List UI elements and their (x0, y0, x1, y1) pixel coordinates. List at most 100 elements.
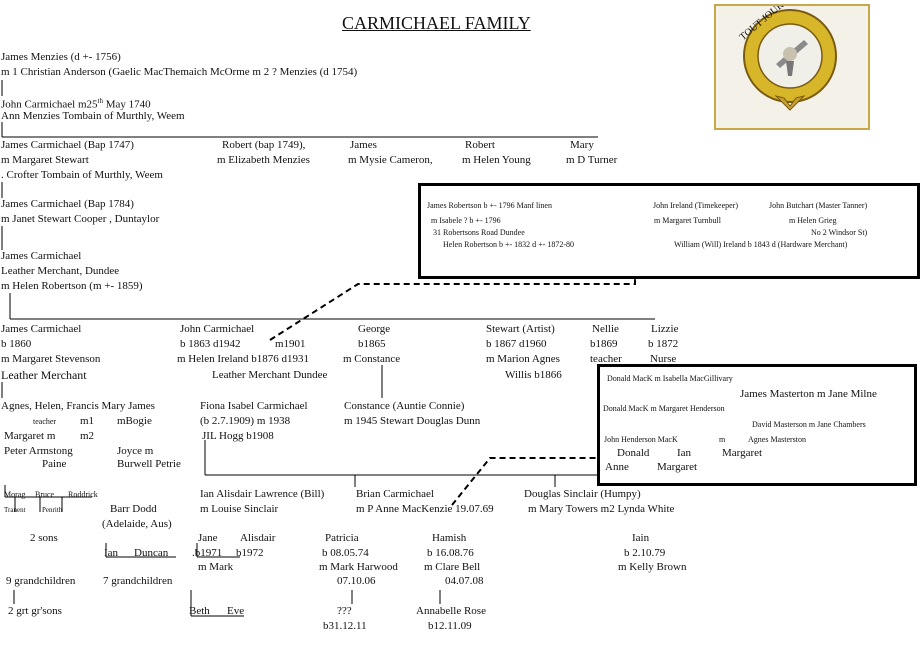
george-b1865: b1865 (358, 338, 386, 350)
peter-armstong: Peter Armstong (4, 445, 73, 457)
brian-carmichael: Brian Carmichael (356, 488, 434, 500)
robert-sibling: Robert (465, 139, 495, 151)
unknown-child-b: b31.12.11 (323, 620, 367, 632)
child-donald: Donald (617, 447, 650, 459)
robertsons-road: 31 Robertsons Road Dundee (433, 228, 525, 237)
louise-sinclair: m Louise Sinclair (200, 503, 279, 515)
margaret-m: Margaret m (4, 430, 56, 442)
lizzie: Lizzie (651, 323, 679, 335)
george: George (358, 323, 391, 335)
joyce: Joyce m (117, 445, 154, 457)
leather-merchant-dundee-2: Leather Merchant Dundee (212, 369, 328, 381)
james-carmichael-1747: James Carmichael (Bap 1747) (1, 139, 134, 151)
mbogie: mBogie (117, 415, 152, 427)
lizzie-nurse: Nurse (650, 353, 677, 365)
p-anne-mackenzie: m P Anne MacKenzie 19.07.69 (356, 503, 494, 515)
isabele: m Isabele ? b +- 1796 (431, 216, 501, 225)
john-ireland: John Ireland (Timekeeper) (653, 201, 739, 210)
lizzie-b1872: b 1872 (648, 338, 679, 350)
willis: Willis b1866 (505, 369, 562, 381)
nellie-teacher: teacher (590, 353, 622, 365)
d-turner: m D Turner (566, 154, 618, 166)
tranent: Tranent (4, 506, 26, 514)
agnes-helen-francis-mary-james: Agnes, Helen, Francis Mary James (1, 400, 155, 412)
patricia-b: b 08.05.74 (322, 547, 369, 559)
helen-robertson: m Helen Robertson (m +- 1859) (1, 280, 143, 292)
david-masterson: David Masterson m Jane Chambers (752, 420, 866, 429)
hamish-married-date: 04.07.08 (445, 575, 484, 587)
elizabeth-menzies: m Elizabeth Menzies (217, 154, 310, 166)
jane-m-mark: m Mark (198, 561, 234, 573)
margaret-stevenson: m Margaret Stevenson (1, 353, 101, 365)
robertson-ireland-box: James Robertson b +- 1796 Manf linen m I… (418, 183, 920, 279)
unknown-child: ??? (337, 605, 352, 617)
crofter-tombain: . Crofter Tombain of Murthly, Weem (1, 169, 163, 181)
helen-young: m Helen Young (462, 154, 531, 166)
annabelle-rose: Annabelle Rose (416, 605, 486, 617)
margaret-turnbull: m Margaret Turnbull (654, 216, 721, 225)
john-henderson-mack: John Henderson MacK (604, 435, 678, 444)
christian-anderson-marriages: m 1 Christian Anderson (Gaelic MacThemai… (1, 66, 358, 78)
barr-dodd: Barr Dodd (110, 503, 157, 515)
james-carmichael-1784: James Carmichael (Bap 1784) (1, 198, 134, 210)
clare-bell: m Clare Bell (424, 561, 481, 573)
annabelle-b: b12.11.09 (428, 620, 472, 632)
james-carmichael-leather: James Carmichael (1, 250, 82, 262)
john-carmichael-1863: John Carmichael (180, 323, 255, 335)
robert-1749: Robert (bap 1749), (222, 139, 306, 151)
stewart-dates: b 1867 d1960 (486, 338, 547, 350)
jil-hogg: JIL Hogg b1908 (202, 430, 274, 442)
mary-towers-lynda-white: m Mary Towers m2 Lynda White (528, 503, 675, 515)
page-title: CARMICHAEL FAMILY (342, 13, 531, 33)
ann-menzies: Ann Menzies Tombain of Murthly, Weem (1, 110, 185, 122)
crest-badge-icon: TOUT JOUR PREST (738, 0, 837, 111)
james-carmichael-1860: James Carmichael (1, 323, 82, 335)
james-menzies: James Menzies (d +- 1756) (1, 51, 121, 63)
clan-crest-image: TOUT JOUR PREST (714, 0, 870, 130)
marriage-m2: m2 (80, 430, 95, 442)
jane: Jane (198, 532, 218, 544)
hamish-b: b 16.08.76 (427, 547, 474, 559)
donald-mack-margaret: Donald MacK m Margaret Henderson (603, 404, 725, 413)
alisdair-b1972: b1972 (236, 547, 264, 559)
roddrick: Roddrick (68, 490, 98, 499)
hamish: Hamish (432, 532, 467, 544)
child-margaret-2: Margaret (657, 461, 698, 473)
ian-alisdair-lawrence: Ian Alisdair Lawrence (Bill) (200, 488, 325, 500)
paine: Paine (42, 458, 67, 470)
james-robertson: James Robertson b +- 1796 Manf linen (427, 201, 552, 210)
james-masterton: James Masterton m Jane Milne (740, 388, 877, 400)
stewart-artist: Stewart (Artist) (486, 323, 555, 335)
alisdair: Alisdair (240, 532, 276, 544)
marriage-m1: m1 (80, 415, 95, 427)
nellie-b1869: b1869 (590, 338, 618, 350)
mark-harwood: m Mark Harwood (319, 561, 398, 573)
helen-grieg: m Helen Grieg (789, 216, 837, 225)
margaret-stewart: m Margaret Stewart (1, 154, 89, 166)
beth: Beth (189, 605, 210, 617)
donald-mack-isabella: Donald MacK m Isabella MacGillivary (607, 374, 733, 383)
adelaide-aus: (Adelaide, Aus) (102, 518, 172, 530)
mackenzie-masterton-box: Donald MacK m Isabella MacGillivary Jame… (597, 364, 917, 486)
nine-grandchildren: 9 grandchildren (6, 575, 76, 587)
two-sons: 2 sons (30, 532, 58, 544)
burwell-petrie: Burwell Petrie (117, 458, 181, 470)
child-ian: Ian (677, 447, 692, 459)
married-m: m (719, 435, 726, 444)
helen-ireland: m Helen Ireland b1876 d1931 (177, 353, 309, 365)
james-b1860: b 1860 (1, 338, 32, 350)
eve: Eve (227, 605, 245, 617)
morag: Morag (4, 490, 26, 499)
douglas-sinclair: Douglas Sinclair (Humpy) (524, 488, 641, 500)
duncan-dodd: Duncan (134, 547, 169, 559)
patricia-married-date: 07.10.06 (337, 575, 376, 587)
child-anne: Anne (605, 461, 629, 473)
kelly-brown: m Kelly Brown (618, 561, 687, 573)
mary-sibling: Mary (570, 139, 594, 151)
john-married-1901: m1901 (275, 338, 306, 350)
mysie-cameron: m Mysie Cameron, (348, 154, 433, 166)
leather-merchant: Leather Merchant (1, 368, 87, 382)
ian-dodd: Ian (104, 547, 119, 559)
stewart-douglas-dunn: m 1945 Stewart Douglas Dunn (344, 415, 481, 427)
windsor-st: No 2 Windsor St) (811, 228, 868, 237)
